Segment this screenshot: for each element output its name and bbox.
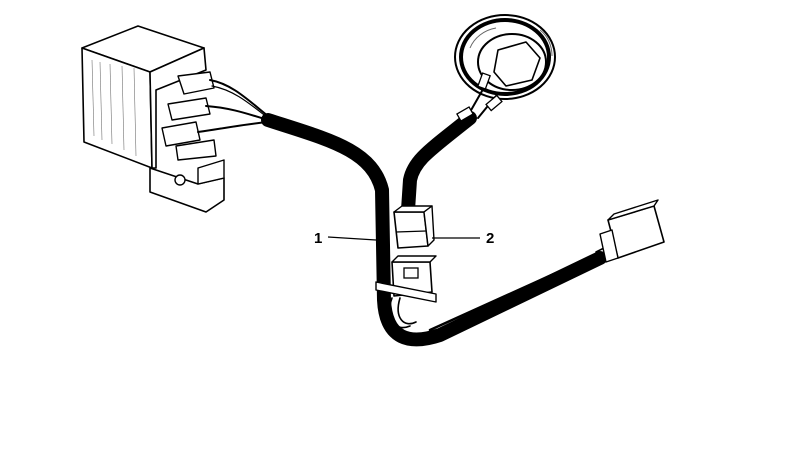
- callout-label-2: 2: [486, 230, 494, 247]
- branch-cable: [401, 111, 477, 217]
- callout-1: 1: [314, 230, 377, 247]
- callout-2: 2: [432, 230, 494, 247]
- coil-ring: [454, 14, 556, 122]
- relay-unit: [81, 25, 269, 213]
- main-cable-harness: [261, 113, 607, 347]
- branch-connector-2: [393, 205, 435, 249]
- callout-label-1: 1: [314, 230, 322, 247]
- right-end-plug: [595, 199, 665, 263]
- main-connector-1: [375, 255, 437, 329]
